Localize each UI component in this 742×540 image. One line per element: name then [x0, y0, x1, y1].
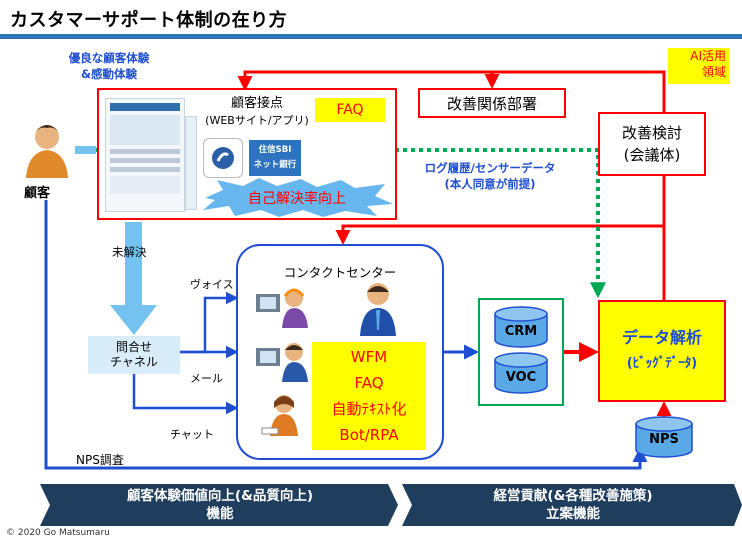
red-top-line [237, 70, 666, 300]
app-icon [203, 138, 243, 178]
inquiry-channel-box: 問合せ チャネル [88, 336, 180, 374]
page-stack [185, 116, 197, 210]
crm-voc-box: CRM VOC [478, 298, 564, 406]
operator-icon [261, 395, 298, 436]
voice-line [180, 291, 239, 354]
title-rule [0, 34, 742, 39]
headset-icon [256, 288, 308, 328]
unresolved-arrow [110, 222, 157, 335]
mail-label: メール [190, 372, 223, 385]
faq-badge: FAQ [315, 98, 385, 122]
experience-label: 優良な顧客体験 &感動体験 [68, 51, 150, 81]
chat-label: チャット [170, 428, 214, 441]
cylinder-icon [494, 352, 548, 394]
self-solve-label: 自己解決率向上 [248, 191, 346, 207]
band-left: 顧客体験価値向上(&品質向上) 機能 [126, 488, 314, 522]
data-analysis-box: データ解析 (ﾋﾞｯｸﾞﾃﾞｰﾀ) [598, 300, 726, 402]
improve-dept-box: 改善関係部署 [418, 88, 566, 118]
contact-center-box: コンタクトセンター WFM FAQ 自動ﾃｷｽﾄ化 Bot/RPA [236, 244, 444, 460]
band-right: 経営貢献(&各種改善施策) 立案機能 [493, 488, 653, 522]
feature-bot-rpa: Bot/RPA [339, 426, 399, 444]
nps-survey-line [44, 200, 648, 470]
self-solve-burst [203, 178, 393, 217]
touchpoint-title: 顧客接点 [230, 96, 283, 111]
feature-auto-text: 自動ﾃｷｽﾄ化 [331, 400, 407, 418]
touchpoint-box: 顧客接点 (WEBサイト/アプリ) FAQ 住信SBI ネット銀行 自己解決率向… [97, 88, 397, 220]
person-icon [26, 125, 68, 178]
operator-icon [256, 343, 308, 382]
voc-label: VOC [505, 370, 537, 385]
nps-survey-label: NPS調査 [76, 453, 124, 467]
band-shapes [40, 484, 742, 526]
page-title: カスタマーサポート体制の在り方 [10, 10, 288, 31]
chat-line [132, 372, 239, 415]
voice-label: ヴォイス [190, 278, 234, 291]
ai-area-label: AI活用 領域 [668, 48, 730, 84]
website-thumbnail [105, 98, 185, 212]
cylinder-icon [635, 416, 693, 458]
cylinder-icon [494, 306, 548, 348]
unresolved-label: 未解決 [112, 245, 147, 259]
crm-label: CRM [504, 324, 538, 339]
log-label: ログ履歴/センサーデータ (本人同意が前提) [424, 161, 556, 191]
contact-center-title: コンタクトセンター [283, 265, 397, 280]
feature-wfm: WFM [350, 348, 388, 366]
feature-faq: FAQ [354, 374, 384, 392]
red-to-contact-center [335, 224, 664, 245]
copyright: © 2020 Go Matsumaru [6, 528, 110, 538]
operator-icon [360, 283, 396, 336]
nps-label: NPS [649, 432, 679, 447]
review-box: 改善検討 (会議体) [598, 112, 706, 176]
bank-logo: 住信SBI ネット銀行 [249, 140, 301, 176]
touchpoint-subtitle: (WEBサイト/アプリ) [205, 114, 309, 127]
contact-center-features: WFM FAQ 自動ﾃｷｽﾄ化 Bot/RPA [312, 342, 426, 450]
customer-label: 顧客 [24, 186, 51, 201]
